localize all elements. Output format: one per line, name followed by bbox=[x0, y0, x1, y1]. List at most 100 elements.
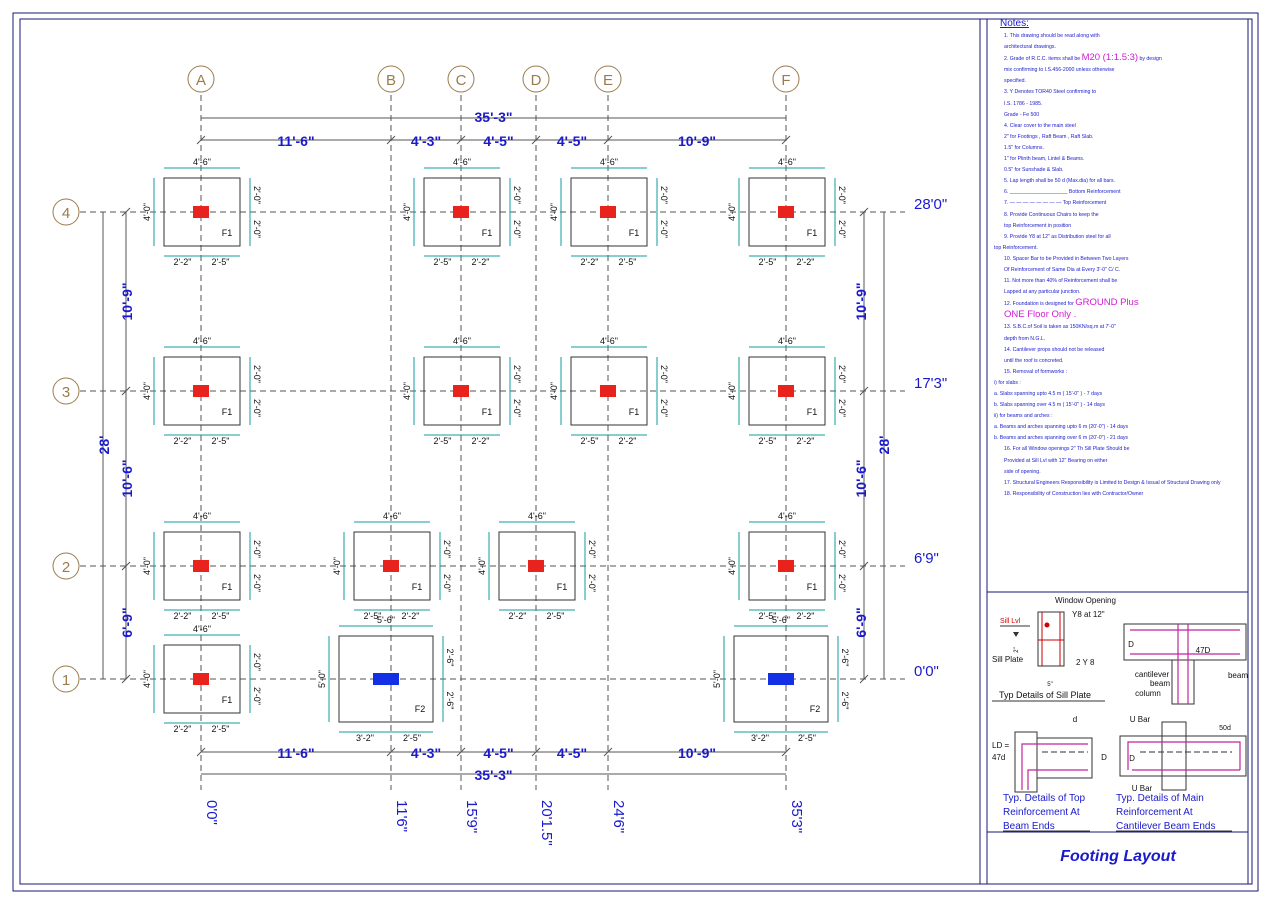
column-pier bbox=[778, 385, 794, 397]
note-line: a. Slabs spanning upto 4.5 m ( 15'-0" ) … bbox=[990, 391, 1248, 397]
footing-left-dim: 2'-5" bbox=[759, 611, 777, 621]
footing-mark: F1 bbox=[482, 228, 493, 238]
footing-side-bottom: 2'-0" bbox=[837, 220, 847, 238]
grid-label-C: C bbox=[456, 72, 467, 89]
dim-bottom-tick-C bbox=[456, 747, 466, 757]
footing-right-dim: 2'-2" bbox=[472, 257, 490, 267]
footing-outline bbox=[423, 356, 501, 426]
footing-height: 4'-0" bbox=[549, 203, 559, 221]
note-line: mix confirming to I.S.456-2000 unless ot… bbox=[990, 67, 1248, 73]
note-text: 5. Lap length shall be 50 d (Max.dia) fo… bbox=[1004, 178, 1116, 185]
dim-right-segment-label: 10'-9" bbox=[853, 283, 869, 321]
footing-side-bottom: 2'-0" bbox=[252, 574, 262, 592]
note-text: a. Beams and arches spanning upto 6 m (2… bbox=[994, 424, 1129, 431]
note-text: b. Beams and arches spanning over 6 m (2… bbox=[994, 435, 1129, 442]
note-line: ii) for beams and arches : bbox=[990, 413, 1248, 419]
note-text: I.S. 1786 - 1985. bbox=[1004, 100, 1043, 107]
note-text: b. Slabs spanning over 4.5 m ( 15'-0" ) … bbox=[994, 402, 1105, 409]
grid-bubble-C bbox=[447, 65, 475, 93]
footing-outline bbox=[733, 635, 829, 723]
top-d-big: D bbox=[1101, 753, 1107, 762]
footing-E4: F14'-6"4'-0"2'-0"2'-0"2'-2"2'-5" bbox=[549, 157, 669, 267]
dim-left-tick-1 bbox=[121, 674, 131, 684]
note-line: 12. Foundation is designed for GROUND Pl… bbox=[990, 298, 1248, 308]
grid-coord-row-2: 6'9" bbox=[914, 550, 939, 567]
footing-left-dim: 2'-2" bbox=[509, 611, 527, 621]
footing-outline bbox=[570, 356, 648, 426]
dim-right-total-label: 28' bbox=[876, 436, 892, 455]
note-line: 8. Provide Continuous Chairs to keep the bbox=[990, 212, 1248, 218]
footing-mark: F1 bbox=[222, 695, 233, 705]
note-line: side of opening. bbox=[990, 469, 1248, 475]
dim-left-segment-label: 10'-9" bbox=[119, 283, 135, 321]
footing-outline bbox=[163, 356, 241, 426]
note-line: Provided at Sill Lvl with 12" Bearing on… bbox=[990, 458, 1248, 464]
grid-bubble-row-1 bbox=[52, 665, 80, 693]
grid-coord-D: 20'1.5" bbox=[538, 800, 555, 846]
grid-coord-row-4: 28'0" bbox=[914, 196, 947, 213]
footing-outline bbox=[423, 177, 501, 247]
note-line: 15. Removal of formworks : bbox=[990, 369, 1248, 375]
note-line: 1. This drawing should be read along wit… bbox=[990, 33, 1248, 39]
grid-bubble-row-2 bbox=[52, 552, 80, 580]
ubar-bottom-label: U Bar bbox=[1132, 784, 1153, 793]
footing-A4: F14'-6"4'-0"2'-0"2'-0"2'-2"2'-5" bbox=[142, 157, 262, 267]
note-line: 14. Cantilever props should not be relea… bbox=[990, 347, 1248, 353]
footing-A1: F14'-6"4'-0"2'-0"2'-0"2'-2"2'-5" bbox=[142, 624, 262, 734]
note-line: top Reinforcement in position bbox=[990, 223, 1248, 229]
outer-border bbox=[12, 12, 1259, 892]
footing-side-bottom: 2'-0" bbox=[587, 574, 597, 592]
footing-side-top: 2'-0" bbox=[512, 365, 522, 383]
footing-width: 4'-6" bbox=[778, 336, 796, 346]
footing-mark: F1 bbox=[629, 407, 640, 417]
cantilever-column-outline bbox=[1171, 659, 1195, 705]
footing-width: 4'-6" bbox=[453, 336, 471, 346]
grid-coord-C: 15'9" bbox=[463, 800, 480, 833]
note-text: 12. Foundation is designed for bbox=[1004, 301, 1076, 308]
note-text: 6. ____________________ Bottom Reinforce… bbox=[1004, 189, 1121, 196]
note-line: 3. Y Denotes TOR40 Steel confirming to bbox=[990, 89, 1248, 95]
sill-section bbox=[1037, 611, 1065, 667]
ld-47d-label: 47d bbox=[992, 753, 1005, 762]
dim-right-segment-label: 10'-6" bbox=[853, 460, 869, 498]
footing-mark: F2 bbox=[810, 704, 821, 714]
column-pier bbox=[453, 206, 469, 218]
footing-side-top: 2'-0" bbox=[252, 653, 262, 671]
footing-side-bottom: 2'-0" bbox=[659, 220, 669, 238]
footing-left-dim: 2'-5" bbox=[759, 257, 777, 267]
dim-left-segment-label: 10'-6" bbox=[119, 460, 135, 498]
note-line: 5. Lap length shall be 50 d (Max.dia) fo… bbox=[990, 178, 1248, 184]
bottom-bar bbox=[1027, 769, 1088, 790]
footing-right-dim: 2'-2" bbox=[797, 611, 815, 621]
footing-side-top: 2'-6" bbox=[840, 649, 850, 667]
footing-outline bbox=[338, 635, 434, 723]
dim-top-segment-label: 4'-5" bbox=[483, 133, 513, 149]
note-text: 1.5" for Columns. bbox=[1004, 144, 1044, 151]
column-pier bbox=[600, 385, 616, 397]
note-text: mix confirming to I.S.456-2000 unless ot… bbox=[1004, 67, 1115, 74]
notes-panel: Notes: 1. This drawing should be read al… bbox=[990, 18, 1248, 590]
note-line: 2" for Footings , Raft Beam , Raft Slab. bbox=[990, 134, 1248, 140]
d50-label: 50d bbox=[1219, 725, 1231, 732]
sill-plate-label: Sill Plate bbox=[992, 655, 1024, 664]
grid-label-row-4: 4 bbox=[62, 205, 70, 222]
sill-5in-label: 5" bbox=[1047, 682, 1052, 688]
note-line: a. Beams and arches spanning upto 6 m (2… bbox=[990, 424, 1248, 430]
note-line: top Reinforcement. bbox=[990, 245, 1248, 251]
footing-mark: F1 bbox=[557, 582, 568, 592]
column-pier bbox=[778, 206, 794, 218]
note-text: 9. Provide Y8 at 12" as Distribution ste… bbox=[1004, 233, 1111, 240]
footing-side-bottom: 2'-0" bbox=[659, 399, 669, 417]
grid-coord-A: 0'0" bbox=[203, 800, 220, 825]
dim-left-segment-label: 6'-9" bbox=[119, 607, 135, 637]
footing-side-bottom: 2'-0" bbox=[837, 399, 847, 417]
footing-side-top: 2'-0" bbox=[837, 540, 847, 558]
footing-outline bbox=[353, 531, 431, 601]
footing-width: 4'-6" bbox=[193, 336, 211, 346]
main-beam-outline bbox=[1119, 735, 1247, 777]
notes-list: 1. This drawing should be read along wit… bbox=[990, 33, 1248, 497]
footing-F2: F14'-6"4'-0"2'-0"2'-0"2'-5"2'-2" bbox=[727, 511, 847, 621]
